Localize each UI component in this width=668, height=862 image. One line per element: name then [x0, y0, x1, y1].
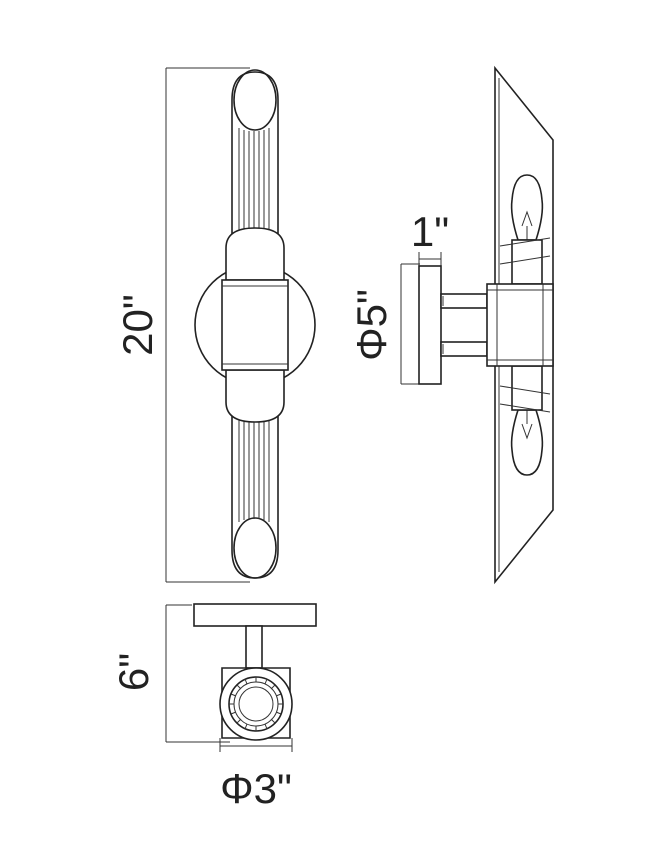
upper-bulb	[510, 174, 544, 241]
top-view: 6"	[110, 603, 317, 812]
thickness-label: 1"	[411, 208, 449, 255]
shade-diameter-dimension	[219, 738, 293, 752]
top-backplate	[193, 603, 317, 627]
side-arms	[440, 293, 488, 357]
backplate-diameter-label: Φ5"	[348, 289, 395, 361]
lower-bulb	[510, 409, 544, 476]
side-view: 1" Φ5"	[348, 65, 554, 585]
front-bottom-tube	[231, 409, 279, 579]
shade-rib-pattern	[229, 677, 283, 731]
side-center-body	[486, 283, 554, 367]
side-backplate	[418, 265, 442, 385]
upper-socket	[511, 239, 543, 285]
front-view: 20"	[114, 67, 316, 583]
height-label: 20"	[114, 294, 161, 356]
top-shade	[219, 667, 293, 741]
front-center-body	[221, 279, 289, 371]
depth-label: 6"	[110, 653, 157, 691]
front-top-tube	[231, 69, 279, 241]
front-lower-cup	[225, 369, 285, 423]
backplate-diameter-dimension	[400, 263, 420, 385]
front-upper-cup	[225, 227, 285, 281]
top-arm	[245, 625, 263, 669]
shade-diameter-label: Φ3"	[220, 765, 292, 812]
lower-socket	[511, 365, 543, 411]
depth-dimension	[165, 604, 230, 743]
height-dimension	[165, 67, 250, 583]
